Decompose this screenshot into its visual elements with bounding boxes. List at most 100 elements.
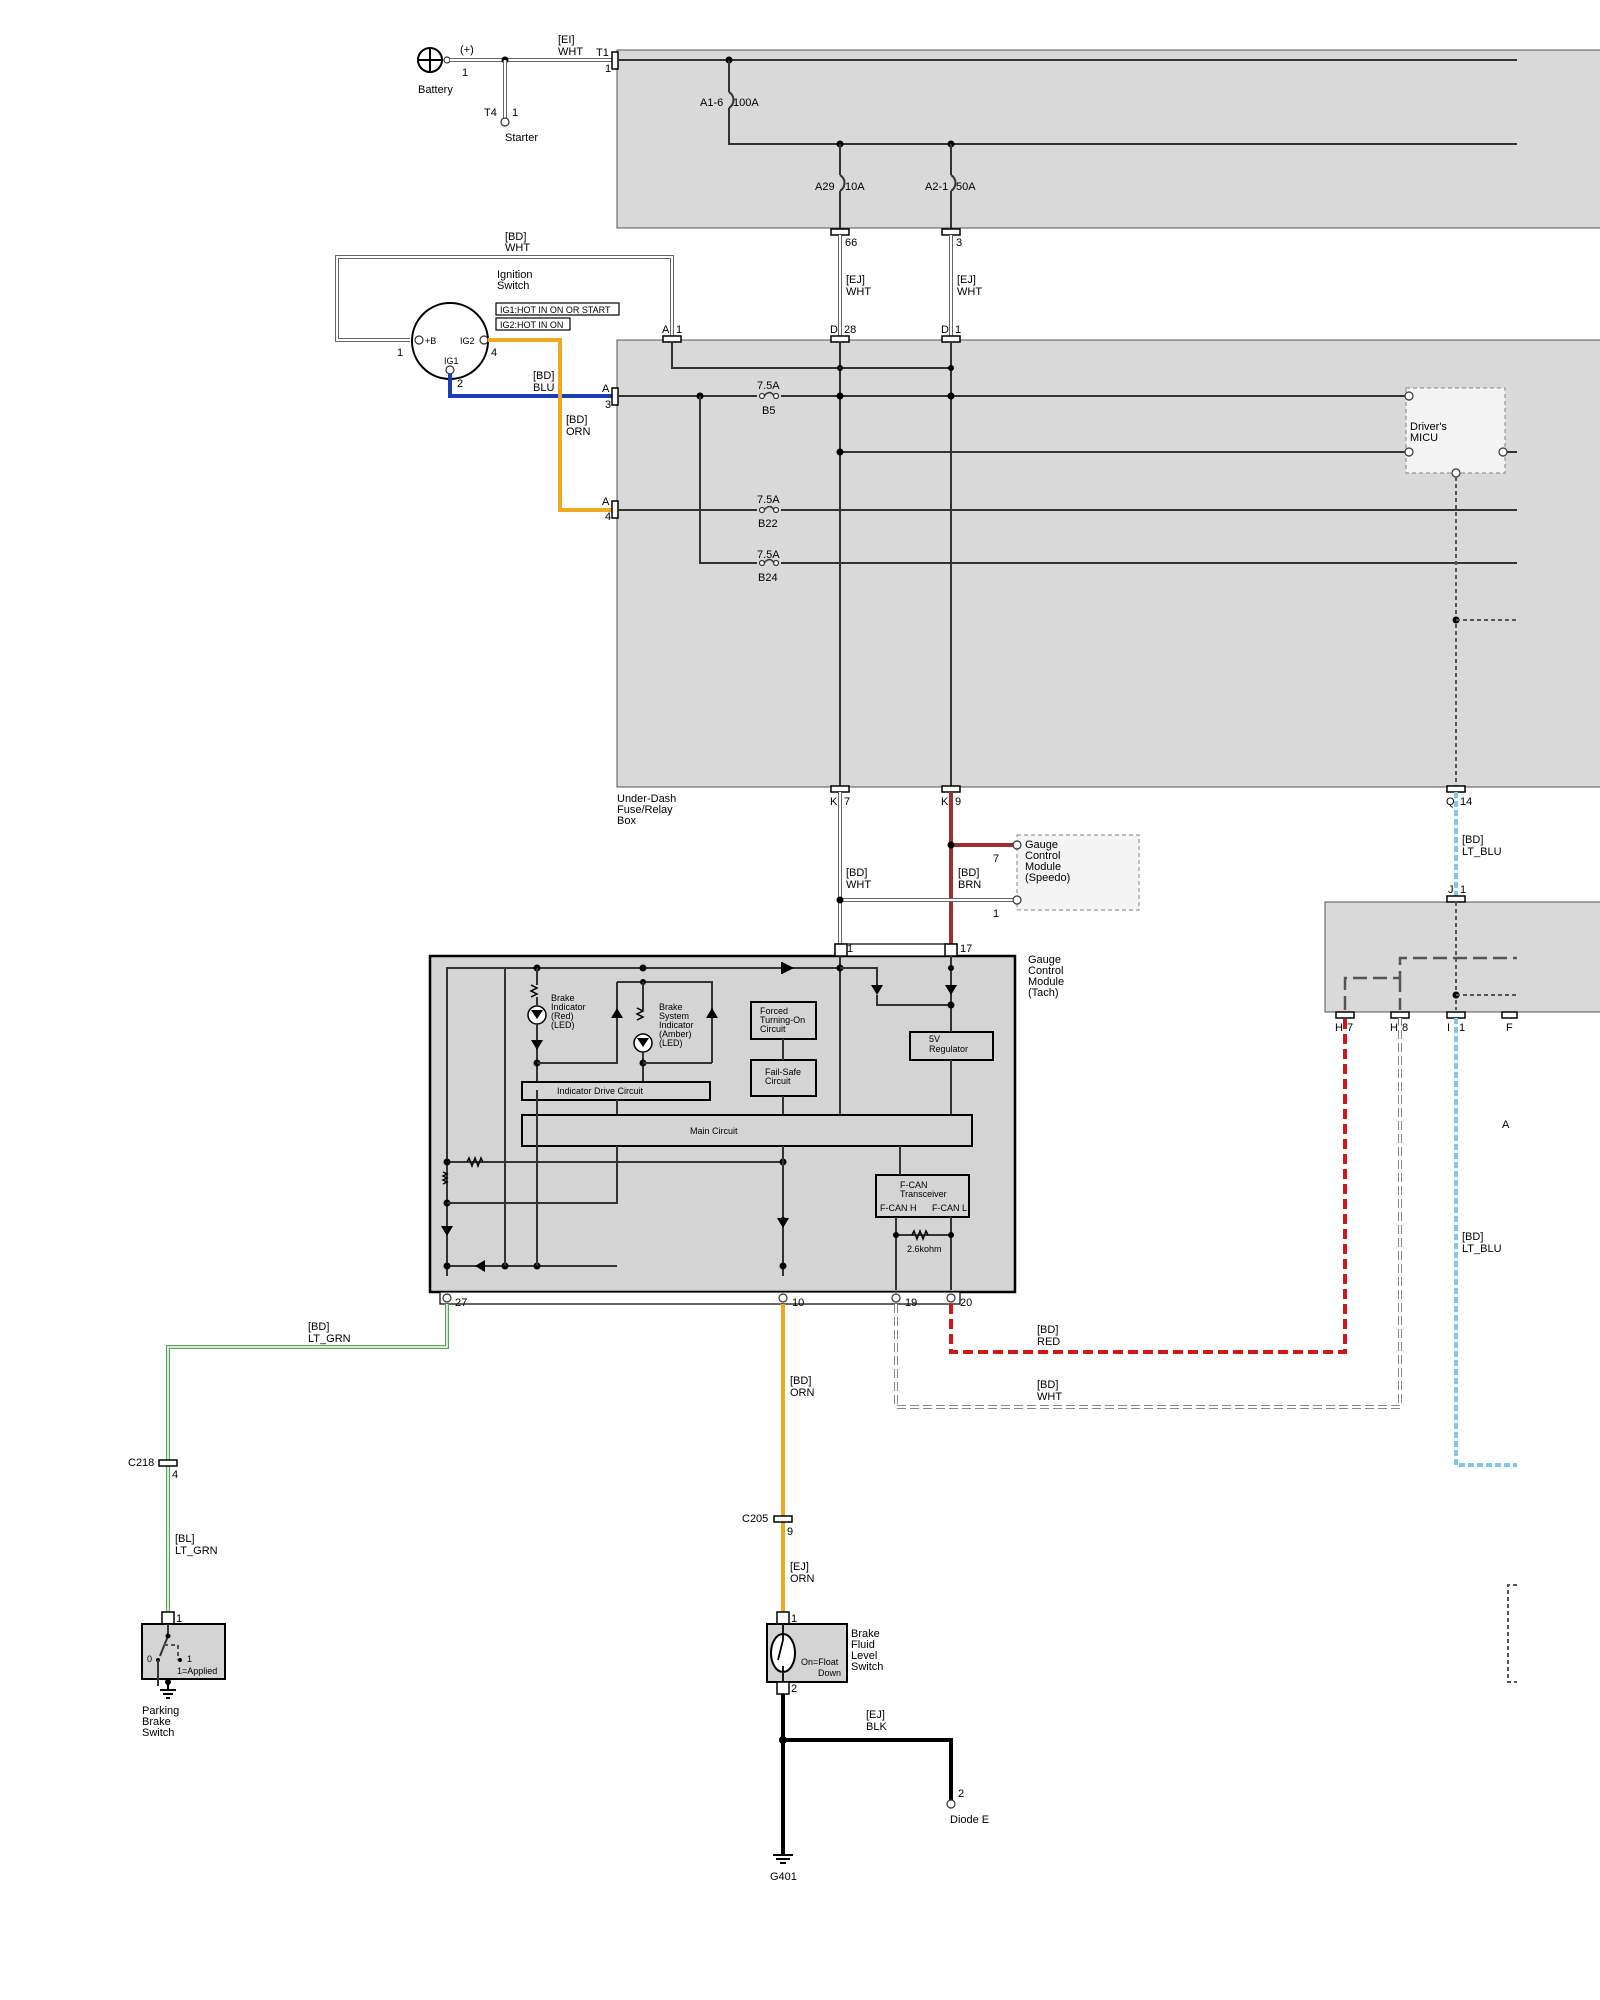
- wire-bd-blu: [448, 374, 614, 398]
- fuse-b24: B24: [758, 572, 778, 584]
- j-pin: 1: [1460, 884, 1466, 896]
- fcan-l: F-CAN L: [932, 1203, 967, 1213]
- forced-2: Turning-On: [760, 1015, 805, 1025]
- fuse-a16: A1-6: [700, 97, 723, 109]
- brake-red-4: (LED): [551, 1020, 575, 1030]
- blu-code: [BD]: [533, 370, 554, 382]
- i1-pin: 1: [1459, 1022, 1465, 1034]
- diode-label: Diode E: [950, 1814, 989, 1826]
- orn-lower-code: [BD]: [790, 1375, 811, 1387]
- 5v-regulator: [909, 1031, 994, 1061]
- failsafe-2: Circuit: [765, 1076, 791, 1086]
- pb-pos0: 0: [147, 1654, 152, 1664]
- parking-brake-switch: [141, 1623, 226, 1680]
- ej2-color: WHT: [957, 286, 982, 298]
- h8-pin: 8: [1402, 1022, 1408, 1034]
- fuse-b22-symbol: [757, 505, 781, 515]
- pb-label2: Brake: [142, 1716, 171, 1728]
- ej1-color: WHT: [846, 286, 871, 298]
- c218: C218: [128, 1457, 154, 1469]
- ei-wire-code: [EI]: [558, 34, 575, 46]
- battery-plus: (+): [460, 44, 474, 56]
- conn-a4-pin: 4: [605, 511, 611, 523]
- conn-a4-letter: A: [602, 496, 610, 508]
- pb-label1: Parking: [142, 1705, 179, 1717]
- fcan-transceiver: [875, 1174, 970, 1218]
- conn-d28-pin: 28: [844, 324, 856, 336]
- underhood-fuse-box: [616, 49, 1600, 229]
- fuse-a29-rating: 10A: [845, 181, 865, 193]
- ltblu1-color: LT_BLU: [1462, 846, 1502, 858]
- tach-line4: (Tach): [1028, 987, 1059, 999]
- t1-conn: T1: [596, 47, 609, 59]
- pb-pos1: 1: [187, 1654, 192, 1664]
- speedo-pin7: 7: [993, 853, 999, 865]
- conn-a1-letter: A: [662, 324, 670, 336]
- speedo-pin1: 1: [993, 908, 999, 920]
- diode-pin: 2: [958, 1788, 964, 1800]
- pb-applied: 1=Applied: [177, 1666, 217, 1676]
- drivers-micu-box: [1405, 387, 1506, 474]
- blu-color: BLU: [533, 382, 554, 394]
- fs-on2: Down: [818, 1668, 841, 1678]
- j-letter: J: [1448, 884, 1454, 896]
- ign-num2: 2: [457, 378, 463, 390]
- starter-conn: T4: [484, 107, 497, 119]
- fuse-b24-rating: 7.5A: [757, 549, 780, 561]
- q14-letter: Q: [1446, 796, 1455, 808]
- orn-code: [BD]: [566, 414, 587, 426]
- ltgrn-code: [BD]: [308, 1321, 329, 1333]
- brake-amb-3: Indicator: [659, 1020, 694, 1030]
- ei-wire-color: WHT: [558, 46, 583, 58]
- diode-top: [782, 962, 794, 974]
- fs-label3: Level: [851, 1650, 877, 1662]
- fcan-2: Transceiver: [900, 1189, 947, 1199]
- i1-letter: I: [1447, 1022, 1450, 1034]
- brake-amb-2: System: [659, 1011, 689, 1021]
- main-circuit: [521, 1114, 973, 1147]
- ej2-code: [EJ]: [957, 274, 976, 286]
- wht-code: [BD]: [1037, 1379, 1058, 1391]
- micu-line2: MICU: [1410, 432, 1438, 444]
- fcan-h: F-CAN H: [880, 1203, 917, 1213]
- pin-66: 66: [845, 237, 857, 249]
- orn-lower-color: ORN: [790, 1387, 815, 1399]
- fuse-b22-rating: 7.5A: [757, 494, 780, 506]
- tach-line2: Control: [1028, 965, 1063, 977]
- regulator-line1: 5V: [929, 1034, 940, 1044]
- speedo-line1: Gauge: [1025, 839, 1058, 851]
- tach-pin17: 17: [960, 943, 972, 955]
- orn-color: ORN: [566, 426, 591, 438]
- pb-label3: Switch: [142, 1727, 174, 1739]
- tach-pin27: 27: [455, 1297, 467, 1309]
- pb-pin1: 1: [176, 1613, 182, 1625]
- conn-d28-letter: D: [830, 324, 838, 336]
- speedo-wht-color: WHT: [846, 879, 871, 891]
- ltblu2-code: [BD]: [1462, 1231, 1483, 1243]
- k9-letter: K: [941, 796, 949, 808]
- conn-a1-pin: 1: [676, 324, 682, 336]
- main-circuit-label: Main Circuit: [690, 1126, 738, 1136]
- micu-line1: Driver's: [1410, 421, 1447, 433]
- ground-icon: [773, 1854, 793, 1864]
- pin-ig2: IG2: [460, 336, 475, 346]
- ej1-code: [EJ]: [846, 274, 865, 286]
- battery-symbol: [417, 47, 443, 73]
- underdash-label1: Under-Dash: [617, 793, 676, 805]
- red-color: RED: [1037, 1336, 1060, 1348]
- q14-pin: 14: [1460, 796, 1472, 808]
- battery-pin: 1: [462, 67, 468, 79]
- ign-legend1: IG1:HOT IN ON OR START: [500, 305, 611, 315]
- a-letter: A: [1502, 1119, 1510, 1131]
- c205-pin: 9: [787, 1526, 793, 1538]
- conn-a3-letter: A: [602, 383, 610, 395]
- ign-loop-code: [BD]: [505, 231, 526, 243]
- brake-amb-5: (LED): [659, 1038, 683, 1048]
- red-code: [BD]: [1037, 1324, 1058, 1336]
- ltgrn-color: LT_GRN: [308, 1333, 351, 1345]
- blk-code: [EJ]: [866, 1709, 885, 1721]
- brake-red-3: (Red): [551, 1011, 574, 1021]
- h7-pin: 7: [1347, 1022, 1353, 1034]
- speedo-wht-code: [BD]: [846, 867, 867, 879]
